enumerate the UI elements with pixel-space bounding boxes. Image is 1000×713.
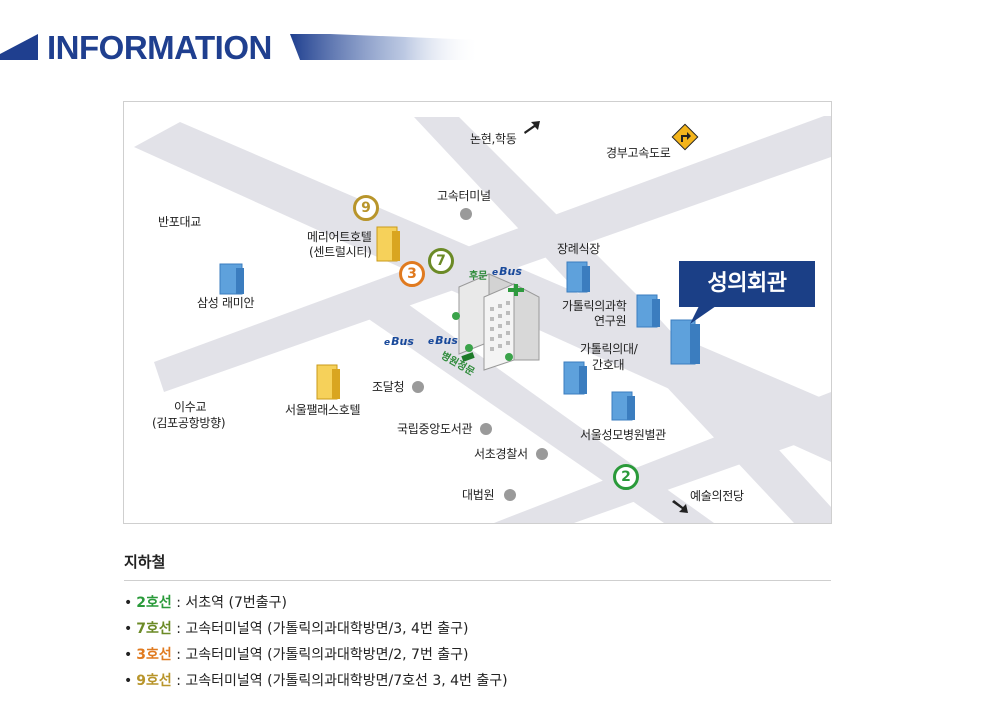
station-line3[interactable]: 3: [399, 261, 425, 287]
pps-dot: [412, 381, 424, 393]
line-name: 2호선: [136, 595, 172, 611]
court-dot: [504, 489, 516, 501]
label-gyeongbu: 경부고속도로: [606, 146, 671, 160]
building-marriott-icon: [376, 226, 400, 262]
label-nursing-2: 간호대: [592, 358, 625, 372]
line-name: 9호선: [136, 673, 172, 689]
page-title: INFORMATION: [47, 29, 272, 66]
bus-stop-front-2: eBus: [428, 334, 458, 347]
bus-prefix: e: [492, 268, 499, 278]
building-annex-icon: [611, 391, 635, 421]
list-item: •7호선 : 고속터미널역 (가톨릭의과대학방면/3, 4번 출구): [124, 621, 469, 637]
label-nonhyeon: 논현,학동: [470, 132, 517, 146]
arrow-arts: [672, 500, 688, 513]
line-desc: : 고속터미널역 (가톨릭의과대학방면/7호선 3, 4번 출구): [171, 673, 508, 689]
building-samsung-icon: [219, 263, 244, 295]
label-marriott-2: (센트럴시티): [309, 245, 372, 259]
callout-pointer: [690, 306, 716, 324]
label-science-1: 가톨릭의과학: [562, 299, 627, 313]
label-court: 대법원: [462, 488, 495, 502]
bus-prefix: e: [428, 337, 435, 347]
location-map: 논현,학동 경부고속도로 반포대교 고속터미널 메리어트호텔 (센트럴시티) 삼…: [123, 101, 832, 524]
label-samsung: 삼성 래미안: [197, 296, 255, 310]
label-isu-1: 이수교: [174, 400, 207, 414]
bus-text: Bus: [391, 335, 414, 348]
label-police: 서초경찰서: [474, 447, 528, 461]
line-name: 3호선: [136, 647, 172, 663]
label-terminal: 고속터미널: [437, 189, 491, 203]
list-item: •3호선 : 고속터미널역 (가톨릭의과대학방면/2, 7번 출구): [124, 647, 469, 663]
label-science-2: 연구원: [594, 314, 627, 328]
label-nursing-1: 가톨릭의대/: [580, 342, 638, 356]
subway-line-list: •2호선 : 서초역 (7번출구) •7호선 : 고속터미널역 (가톨릭의과대학…: [124, 590, 508, 694]
label-banpo-bridge: 반포대교: [158, 215, 201, 229]
hospital-building-icon: [452, 273, 540, 371]
map-roads: [134, 116, 831, 523]
arrow-nonhyeon: [524, 121, 540, 134]
label-pps: 조달청: [372, 380, 405, 394]
line-desc: : 고속터미널역 (가톨릭의과대학방면/2, 7번 출구): [171, 647, 469, 663]
bus-stop-front-1: eBus: [384, 335, 414, 348]
building-science-icon: [636, 294, 660, 328]
line-desc: : 서초역 (7번출구): [171, 595, 287, 611]
label-library: 국립중앙도서관: [397, 422, 473, 436]
destination-callout: 성의회관: [679, 261, 815, 307]
road-seochojungang: [414, 117, 831, 523]
main-gate-marker: [461, 352, 475, 362]
building-nursing-icon: [563, 361, 587, 395]
label-annex: 서울성모병원별관: [580, 428, 666, 442]
station-line7[interactable]: 7: [428, 248, 454, 274]
station-line9[interactable]: 9: [353, 195, 379, 221]
label-marriott-1: 메리어트호텔: [307, 230, 372, 244]
building-funeral-icon: [566, 261, 590, 293]
line-desc: : 고속터미널역 (가톨릭의과대학방면/3, 4번 출구): [171, 621, 469, 637]
bus-prefix: e: [384, 338, 391, 348]
bus-stop-back: eBus: [492, 265, 522, 278]
highway-sign-icon: [671, 123, 699, 151]
label-funeral: 장례식장: [557, 242, 600, 256]
building-seongui-icon: [670, 319, 700, 365]
terminal-dot: [460, 208, 472, 220]
list-item: •9호선 : 고속터미널역 (가톨릭의과대학방면/7호선 3, 4번 출구): [124, 673, 508, 689]
building-palace-icon: [316, 364, 340, 400]
label-back-gate: 후문: [469, 271, 488, 282]
bus-text: Bus: [435, 334, 458, 347]
label-isu-2: (김포공항방향): [152, 416, 226, 430]
road-lower-diagonal: [494, 392, 831, 523]
library-dot: [480, 423, 492, 435]
road-upper-diagonal: [154, 116, 831, 392]
title-left-wedge: [0, 34, 38, 60]
police-dot: [536, 448, 548, 460]
label-palace: 서울팰래스호텔: [285, 403, 361, 417]
bus-text: Bus: [499, 265, 522, 278]
label-arts: 예술의전당: [690, 489, 744, 503]
title-right-swoosh: [290, 34, 480, 60]
station-line2[interactable]: 2: [613, 464, 639, 490]
line-name: 7호선: [136, 621, 172, 637]
title-banner: [0, 34, 480, 60]
section-divider: [124, 580, 831, 581]
subway-section-title: 지하철: [124, 553, 166, 571]
list-item: •2호선 : 서초역 (7번출구): [124, 595, 287, 611]
